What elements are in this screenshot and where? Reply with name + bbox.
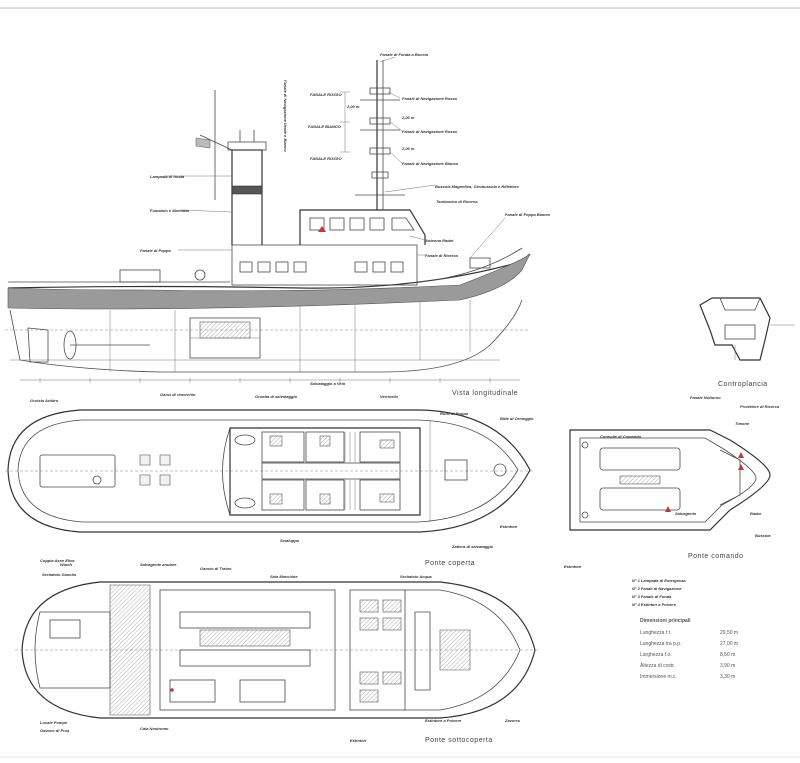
- bridge-profile-view: Controplancia Fanale Notturno Proiettore…: [690, 297, 795, 409]
- upper-deck-plan: Gruista Arbitro Ganci di rimorchio Gruet…: [5, 381, 535, 571]
- spec-value-2: 8,50 m: [720, 652, 735, 658]
- bridge-label-1: Consolle di Comando: [600, 434, 642, 439]
- bridge-view-title: Controplancia: [718, 381, 768, 388]
- bridge-label-4: Bussola: [755, 533, 771, 538]
- longitudinal-view: Fanale di Fonda a Boccia Fanale di Navig…: [5, 52, 551, 397]
- upper-label-4: Salvataggio a Vela: [310, 381, 346, 386]
- upper-label-3: Gruetta di salvataggio: [255, 394, 298, 399]
- upper-label-8: Scialuppa: [280, 538, 300, 543]
- upper-label-11: Zattera di salvataggio: [451, 544, 494, 549]
- bridge-light-label: Fanale Notturno: [690, 395, 721, 400]
- bridge-label-5: Estintore: [564, 564, 582, 569]
- lower-deck-plan: Coppia Asse Elica Serbatoio Gasolio Sala…: [15, 558, 540, 744]
- red-dot-icon: [170, 688, 174, 692]
- mast-top-label: Fanale di Fonda a Boccia: [380, 52, 429, 57]
- wheelhouse-label: Tambucino di Ricerca: [436, 199, 478, 204]
- upper-label-5: Verricello: [380, 394, 399, 399]
- bridge-deck-plan: Consolle di Comando Timone Radar Bussola…: [564, 421, 771, 569]
- mast-light-red-label: FANALE ROSSO: [310, 92, 342, 97]
- warning-marker-icon: [318, 226, 326, 232]
- mast-light-2-label: Fanale di Navigazione Rosso: [402, 129, 458, 134]
- spec-label-1: Lunghezza tra p.p.: [640, 641, 681, 647]
- spec-value-4: 3,30 m: [720, 674, 735, 680]
- lower-label-2: Serbatoio Gasolio: [42, 572, 77, 577]
- bridge-label-2: Timone: [735, 421, 750, 426]
- mast-light-white-label: FANALE BIANCO: [308, 124, 342, 129]
- mast-light-red2-label: FANALE ROSSO: [310, 156, 342, 161]
- upper-deck-title: Ponte coperta: [425, 560, 475, 567]
- stern-light-label: Fanale di Poppa: [140, 248, 171, 253]
- lower-label-4: Serbatoio Acqua: [400, 574, 432, 579]
- upper-label-7: Rullo di Poppa: [440, 411, 469, 416]
- lower-label-10: Gavone di Prua: [40, 728, 70, 733]
- legend-1: N° 1 Lampada di Emergenza: [632, 578, 686, 583]
- funnel-label: Fumaiolo e Marmitta: [150, 208, 190, 213]
- legend-2: N° 2 Fanali di Navigazione: [632, 586, 682, 591]
- mast-height-3: 2,00 m: [401, 146, 415, 151]
- legend-4: N° 4 Estintori a Polvere: [632, 602, 677, 607]
- red-markers-icon: [665, 452, 744, 512]
- spec-label-3: Altezza di costr.: [640, 663, 675, 669]
- specs-title: Dimensioni principali: [640, 618, 691, 624]
- spec-label-0: Lunghezza f.t.: [640, 630, 671, 636]
- longitudinal-view-title: Vista longitudinale: [452, 390, 518, 397]
- bow-light-label: Fanale di Poppa Bianco: [505, 212, 551, 217]
- searchlight-label: Fanale di Ricerca: [425, 253, 459, 258]
- upper-label-6: Bitte di Ormeggio: [500, 416, 534, 421]
- legend: N° 1 Lampada di Emergenza N° 2 Fanali di…: [632, 578, 686, 607]
- lower-label-8: Locale Pompe: [40, 720, 68, 725]
- vertical-note-label: Fanale di Navigazione Verde e Bianco: [283, 80, 288, 152]
- lower-label-1: Coppia Asse Elica: [40, 558, 75, 563]
- bridge-deck-title: Ponte comando: [688, 553, 744, 560]
- spec-value-1: 27,00 m: [720, 641, 738, 647]
- lower-label-7: Cala Nostromo: [140, 726, 169, 731]
- radar-label: Antenna Radar: [424, 238, 454, 243]
- bridge-label-6: Salvagente: [675, 511, 697, 516]
- lower-deck-title: Ponte sottocoperta: [425, 737, 493, 744]
- lower-label-9: Estintori: [350, 738, 367, 743]
- spec-label-4: Immersione m.c.: [640, 674, 677, 680]
- spec-value-0: 29,50 m: [720, 630, 738, 636]
- lower-label-5: Estintore a Polvere: [425, 718, 462, 723]
- upper-label-2: Ganci di rimorchio: [160, 392, 196, 397]
- mast-light-3-label: Fanale di Navigazione Bianco: [402, 161, 459, 166]
- bridge-label-3: Radar: [750, 511, 762, 516]
- mast-height-1: 2,00 m: [346, 104, 360, 109]
- upper-label-9: Salvagente anulare: [140, 562, 177, 567]
- legend-3: N° 3 Fanale di Fonda: [632, 594, 672, 599]
- upper-label-10: Estintore: [500, 524, 518, 529]
- lower-label-3: Sala Macchine: [270, 574, 298, 579]
- upper-label-1: Gruista Arbitro: [30, 398, 59, 403]
- specs-table: Dimensioni principali Lunghezza f.t. 29,…: [640, 618, 738, 680]
- bridge-projector-label: Proiettore di Ricerca: [740, 404, 780, 409]
- mast-light-1-label: Fanale di Navigazione Rosso: [402, 96, 458, 101]
- mast-height-2: 2,00 m: [401, 115, 415, 120]
- spec-label-2: Larghezza f.o.: [640, 652, 672, 658]
- lower-label-6: Zavorra: [504, 718, 520, 723]
- spec-value-3: 3,90 m: [720, 663, 735, 669]
- compass-label: Bussola Magnetica, Girobussola e Riflett…: [435, 184, 520, 189]
- upper-label-13: Gancio di Traino: [200, 566, 232, 571]
- upper-label-12: Winch: [60, 562, 73, 567]
- lamp-label: Lampada di fonda: [150, 174, 185, 179]
